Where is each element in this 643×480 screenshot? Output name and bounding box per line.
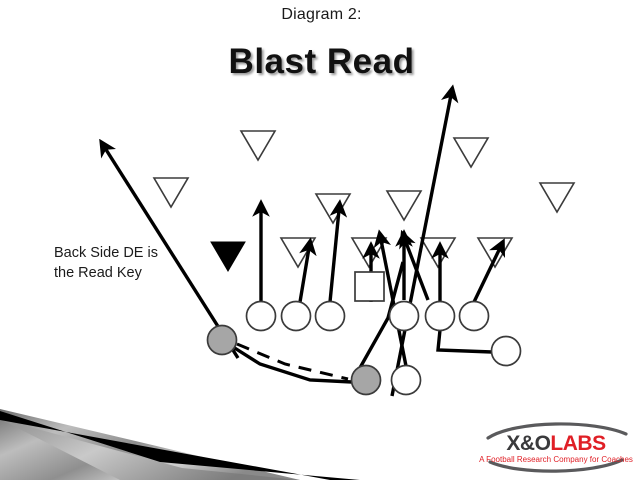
defender-safety-right <box>452 137 490 169</box>
path-ball-carrier-up <box>350 261 405 383</box>
block-path-ol-6 <box>472 238 506 303</box>
defender-dl-2 <box>314 193 352 225</box>
offense-back-left <box>206 324 238 356</box>
block-path-ol-2 <box>298 237 317 303</box>
offense-quarterback <box>390 364 422 396</box>
read-key-annotation-line1: Back Side DE is <box>54 245 158 261</box>
ball-paths-group <box>221 84 493 397</box>
offense-ball-carrier <box>350 364 382 396</box>
logo-swoosh-top <box>486 422 628 440</box>
block-path-ol-3 <box>328 199 348 303</box>
defender-lb-deep-left <box>152 177 190 209</box>
offense-ol-2 <box>280 300 312 332</box>
offense-slot-right <box>490 335 522 367</box>
path-te-release <box>436 329 493 354</box>
offense-ol-5 <box>424 300 456 332</box>
defender-dl-5 <box>419 237 457 269</box>
offense-ol-6 <box>458 300 490 332</box>
read-key-annotation-line2: the Read Key <box>54 265 142 281</box>
logo-wordmark: X&OLABS <box>476 432 636 456</box>
offense-ol-1 <box>245 300 277 332</box>
dashed-path-group <box>236 342 349 381</box>
path-inside-seam <box>399 229 430 301</box>
logo-xo-text: X&O <box>506 432 551 455</box>
logo-swoosh-bottom <box>488 458 624 473</box>
logo-swoosh-icon <box>486 422 628 473</box>
offense-center <box>354 271 385 302</box>
defender-safety-far-right <box>538 182 576 214</box>
decor-band-group <box>0 409 360 480</box>
logo-tagline: A Football Research Company for Coaches <box>479 455 633 464</box>
page-title: Blast Read <box>228 42 415 81</box>
decor-gray-wedge-lower <box>0 419 300 480</box>
path-ball-exchange-dashed <box>236 342 349 381</box>
path-lead-back <box>221 338 353 384</box>
read-key-path-group <box>99 138 240 359</box>
offense-ol-4 <box>388 300 420 332</box>
offense-ol-3 <box>314 300 346 332</box>
defender-backside-de <box>210 241 246 272</box>
defender-lb-deep-mid <box>239 130 277 162</box>
path-read-key-arrow <box>99 138 240 359</box>
defense-group <box>152 130 576 272</box>
page-subtitle: Diagram 2: <box>281 6 362 23</box>
offense-group <box>206 271 522 396</box>
xo-labs-logo: X&OLABS A Football Research Company for … <box>476 418 636 474</box>
logo-labs-text: LABS <box>550 432 606 455</box>
defender-dl-4 <box>385 190 423 222</box>
path-qb-keep <box>373 229 408 367</box>
defender-dl-6 <box>476 237 514 269</box>
read-key-annotation: Back Side DE is the Read Key <box>54 243 214 283</box>
